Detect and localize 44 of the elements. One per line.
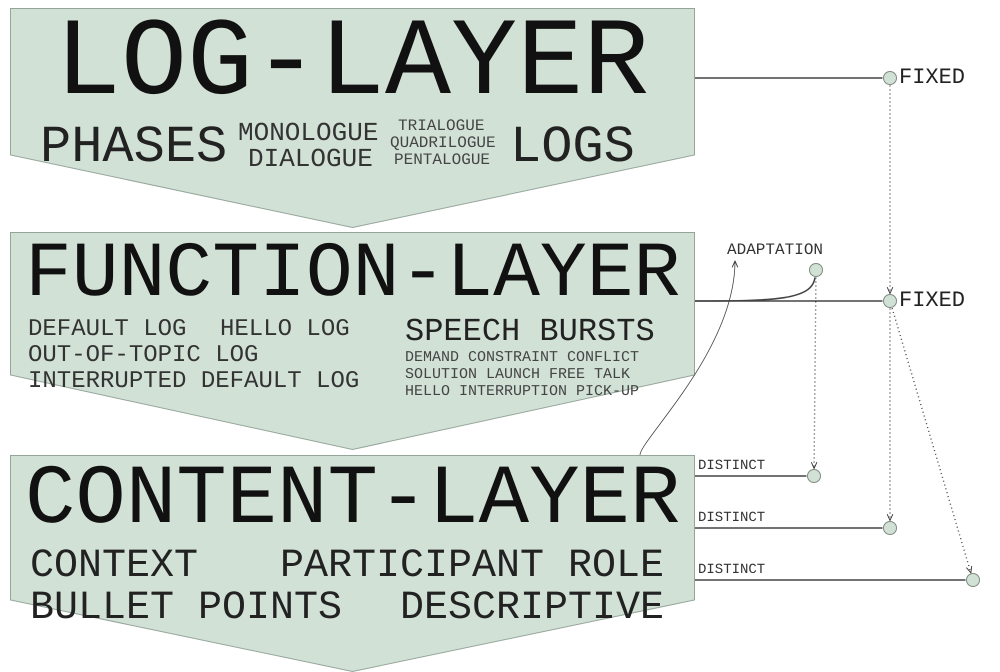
layer-item: MONOLOGUE [238,120,378,146]
layer-item: OUT-OF-TOPIC LOG [28,344,258,368]
layer-item: PARTICIPANT ROLE [280,547,664,587]
layer-item: PHASES [40,122,228,174]
arrow [886,308,894,521]
layer-item: DESCRIPTIVE [400,589,664,629]
node-label: FIXED [899,290,966,312]
arrow [640,260,738,456]
connector-line [695,527,882,529]
layer-item: INTERRUPTED DEFAULT LOG [28,370,360,394]
connector-line [695,77,882,79]
layer-item: LOGS [510,122,635,174]
layer-item: DIALOGUE [248,146,373,172]
layer-item: HELLO LOG [220,318,350,342]
connector-circle [966,573,980,587]
layer-title: FUNCTION-LAYER [25,236,680,314]
connector-line [695,277,816,302]
arrow [891,308,972,574]
layer-item: DEFAULT LOG [28,318,186,342]
layer-item: CONTEXT [30,547,198,587]
connector-circle [807,469,821,483]
chevron-box [10,455,695,672]
connector-circle [809,263,823,277]
connector-circle [883,294,897,308]
connector-circle [883,71,897,85]
layer-item: SPEECH BURSTS [405,316,655,348]
layer-item: HELLO INTERRUPTION PICK-UP [405,384,640,399]
connector-line [695,475,806,477]
connector-circle [883,521,897,535]
layer-item: PENTALOGUE [394,152,490,168]
chevron-box [10,232,695,450]
node-label: FIXED [899,67,966,89]
layer-title: LOG-LAYER [55,10,650,120]
layer-item: TRIALOGUE [398,118,484,134]
layer-item: SOLUTION LAUNCH FREE TALK [405,367,630,382]
arrow [810,278,818,469]
layer-item: QUADRILOGUE [390,135,496,151]
connector-line [695,579,966,581]
layer-title: CONTENT-LAYER [25,459,680,543]
arrow [886,86,894,294]
text-label: ADAPTATION [727,242,824,258]
layer-item: DEMAND CONSTRAINT CONFLICT [405,350,640,365]
layer-item: BULLET POINTS [30,589,342,629]
chevron-box [10,8,695,228]
